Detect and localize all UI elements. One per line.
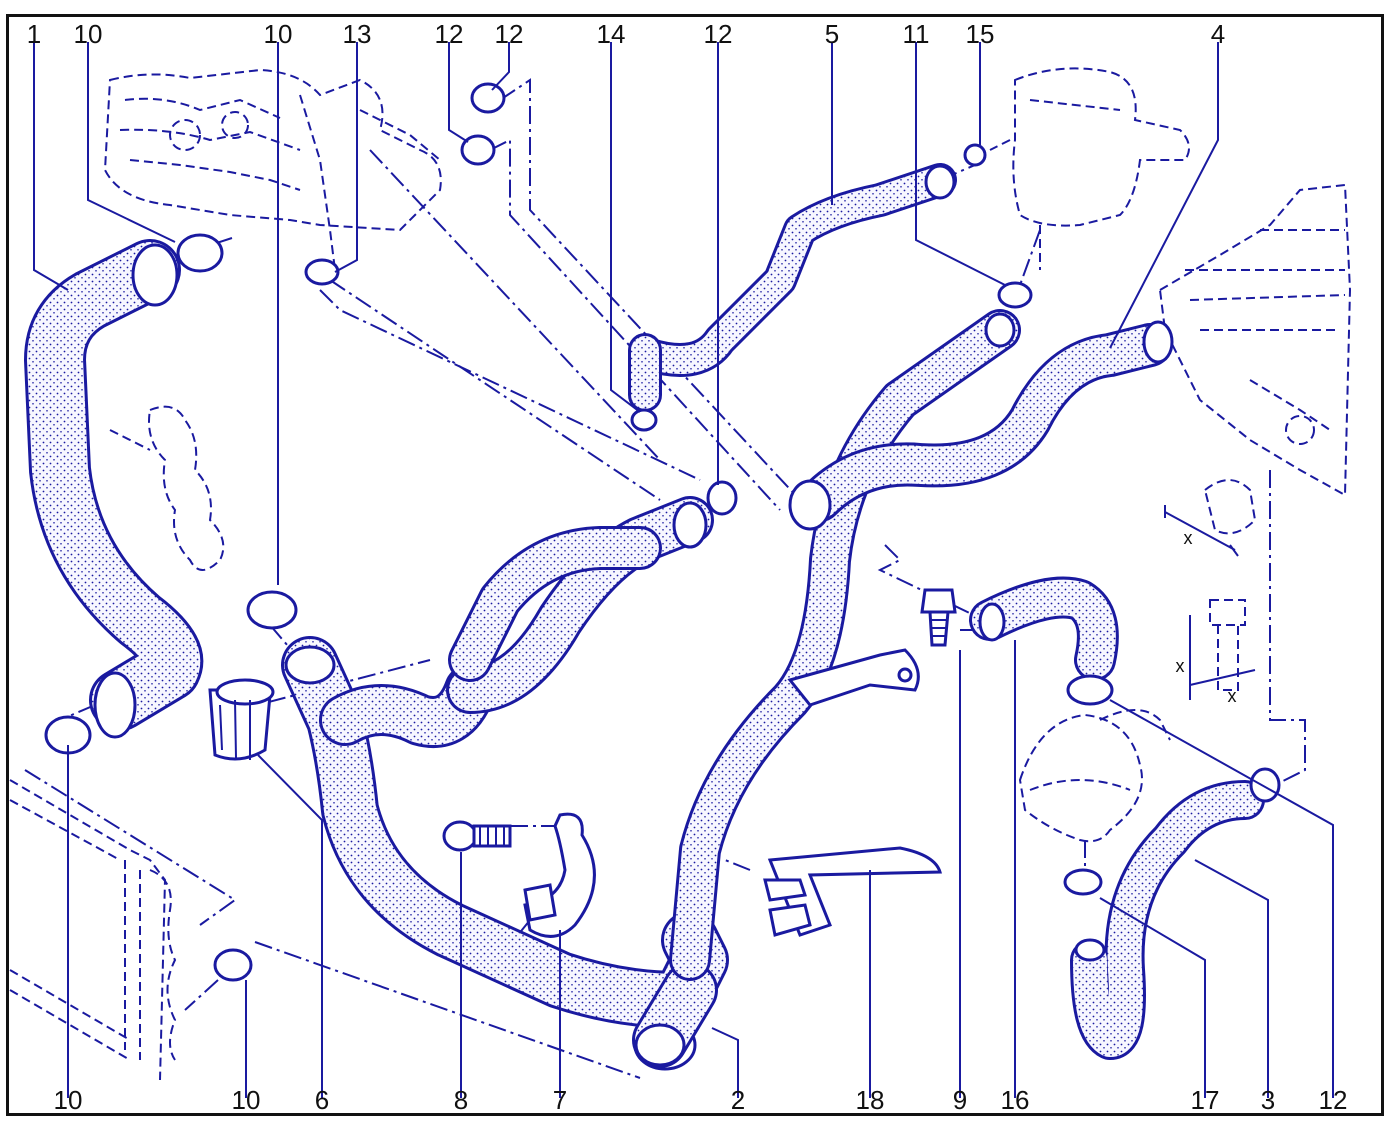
callout-15: 15 (965, 19, 995, 49)
dimension-label-x: x (1227, 686, 1237, 706)
hose-3 (1070, 780, 1265, 1060)
callout-leaders (33, 42, 1334, 1098)
expansion-tank-outline (989, 67, 1190, 270)
hose-2 (281, 496, 729, 1071)
callout-9: 9 (952, 1085, 968, 1115)
radiator-outline (9, 779, 177, 1081)
hose-16 (969, 576, 1119, 681)
callout-12: 12 (1318, 1085, 1348, 1115)
hose-bracket-mid (787, 648, 920, 707)
hose-5 (628, 163, 957, 412)
dimension-label-x: x (1183, 528, 1193, 548)
callout-14: 14 (596, 19, 626, 49)
hose-4 (788, 320, 1174, 531)
part-9-bolt (920, 588, 957, 647)
hose-1 (24, 239, 203, 739)
callout-8: 8 (453, 1085, 469, 1115)
callout-10: 10 (263, 19, 293, 49)
water-pump-outline (1018, 709, 1171, 843)
callout-4: 4 (1210, 19, 1226, 49)
callout-17: 17 (1190, 1085, 1220, 1115)
callout-12: 12 (434, 19, 464, 49)
part-18-bracket (763, 846, 942, 937)
callout-6: 6 (314, 1085, 330, 1115)
callout-11: 11 (902, 19, 930, 49)
callout-12: 12 (703, 19, 733, 49)
part-7-bracket (523, 812, 596, 938)
callout-2: 2 (730, 1085, 746, 1115)
part-6-cap (208, 678, 275, 761)
callout-16: 16 (1000, 1085, 1030, 1115)
callout-3: 3 (1260, 1085, 1276, 1115)
callout-10: 10 (231, 1085, 261, 1115)
callout-18: 18 (855, 1085, 885, 1115)
callout-1: 1 (26, 19, 42, 49)
clamps (44, 82, 1281, 982)
thermostat-housing-outline (109, 405, 225, 571)
callout-10: 10 (53, 1085, 83, 1115)
callout-7: 7 (552, 1085, 568, 1115)
dimension-detail-bolt (1189, 599, 1256, 700)
diagram-border (6, 14, 1384, 1116)
callout-13: 13 (342, 19, 372, 49)
callout-10: 10 (73, 19, 103, 49)
dimension-detail-clamp (1164, 479, 1257, 557)
dimension-label-x: x (1175, 656, 1185, 676)
engine-outline-top-left (103, 68, 442, 271)
callout-12: 12 (494, 19, 524, 49)
callout-5: 5 (824, 19, 840, 49)
heater-box-outline (1158, 183, 1352, 497)
part-8-bolt (442, 820, 512, 852)
